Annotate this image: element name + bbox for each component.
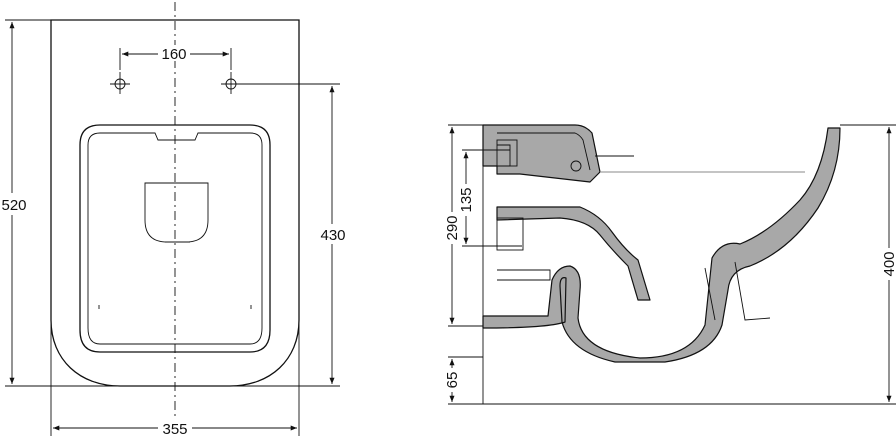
inlet-fitting bbox=[570, 160, 582, 172]
top-view: 160 520 430 355 bbox=[1, 2, 348, 438]
dim-bowl-height: 400 bbox=[881, 251, 896, 276]
dim-total-length: 520 bbox=[1, 197, 26, 214]
side-view: 290 135 65 400 bbox=[440, 124, 896, 405]
dim-inlet-height: 290 bbox=[444, 215, 461, 240]
bowl-rim bbox=[87, 132, 263, 345]
dim-width: 355 bbox=[162, 421, 187, 438]
ceramic-section bbox=[482, 124, 601, 183]
dim-floor-clearance: 65 bbox=[444, 372, 461, 389]
fixing-hole-right bbox=[221, 72, 241, 94]
dim-inlet-offset: 135 bbox=[458, 187, 475, 212]
fixing-hole-left bbox=[110, 72, 130, 94]
dim-bolt-spacing: 160 bbox=[161, 46, 186, 63]
outlet-shape bbox=[144, 182, 209, 243]
dim-fixing-length: 430 bbox=[320, 227, 345, 244]
seat-outline bbox=[79, 124, 271, 353]
